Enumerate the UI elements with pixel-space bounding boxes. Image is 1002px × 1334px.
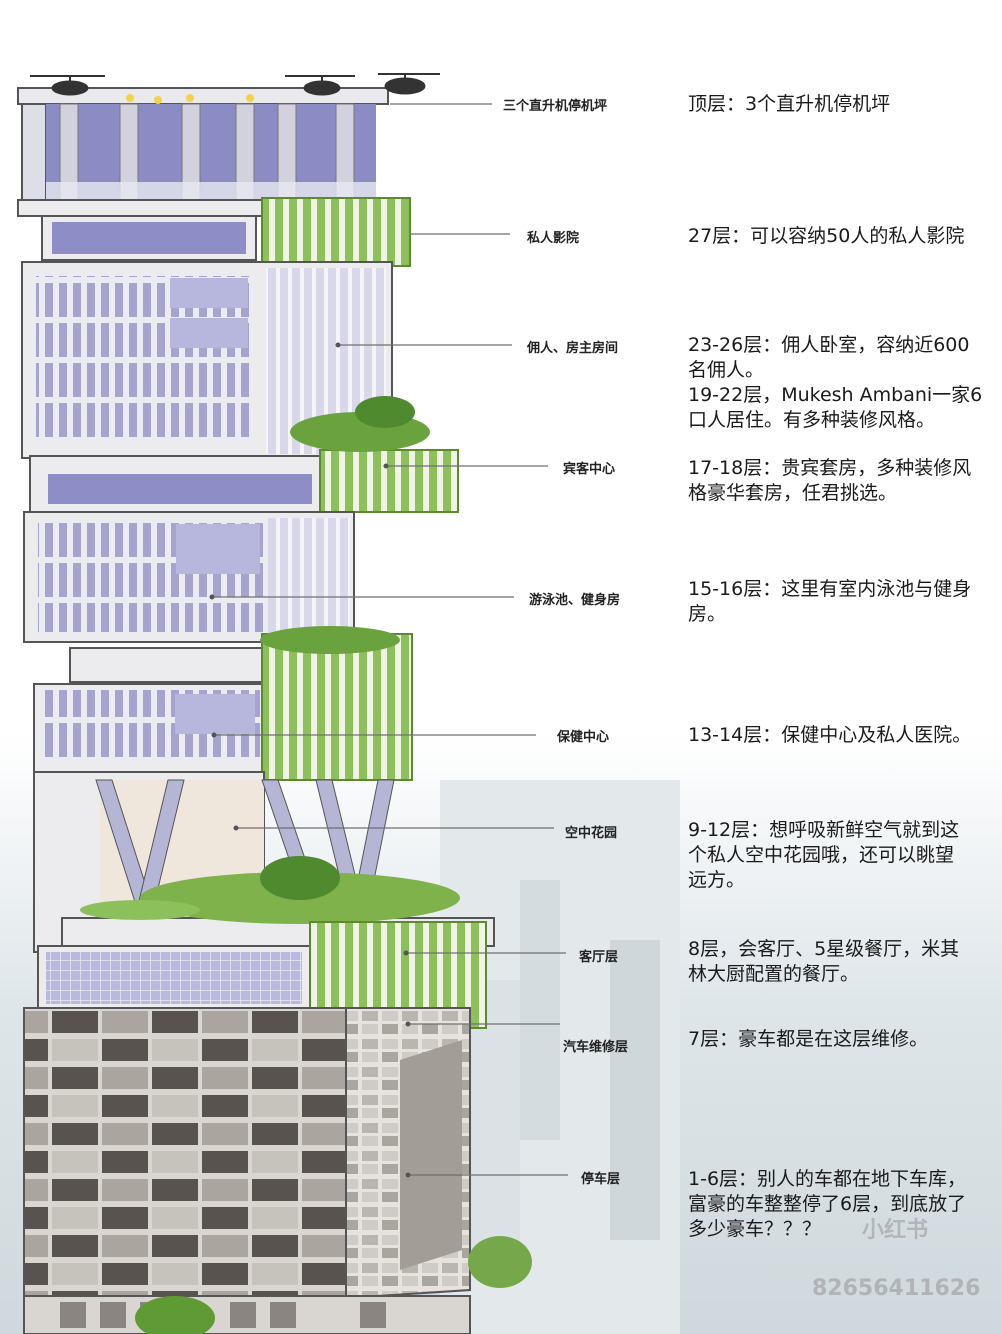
desc-floor-27: 27层：可以容纳50人的私人影院 [688,225,965,247]
callout-parking: 停车层 [581,1172,621,1187]
callout-residences: 佣人、房主房间 [527,341,619,356]
desc-floors-17-18: 17-18层：贵宾套房，多种装修风 格豪华套房，任君挑选。 [688,457,972,504]
desc-floor-8: 8层，会客厅、5星级餐厅，米其 林大厨配置的餐厅。 [688,938,960,985]
desc-floors-1-6: 1-6层：别人的车都在地下车库， 富豪的车整整停了6层，到底放了 多少豪车？？？ [688,1168,967,1240]
desc-floors-15-16: 15-16层：这里有室内泳池与健身 房。 [688,578,972,625]
watermark-id: 82656411626 [812,1276,981,1301]
desc-top-floor: 顶层：3个直升机停机坪 [688,93,891,115]
callout-health-center: 保健中心 [557,730,610,745]
callout-pool-gym: 游泳池、健身房 [529,593,621,608]
callout-guest-center: 宾客中心 [563,462,616,477]
desc-floors-19-26: 23-26层：佣人卧室，容纳近600 名佣人。 19-22层，Mukesh Am… [688,334,983,431]
desc-floors-13-14: 13-14层：保健中心及私人医院。 [688,724,972,746]
callout-helipads: 三个直升机停机坪 [503,99,608,114]
desc-floors-9-12: 9-12层：想呼吸新鲜空气就到这 个私人空中花园哦，还可以眺望 远方。 [688,819,960,891]
callout-cinema: 私人影院 [527,231,580,246]
watermark-logo: 小红书 [862,1218,929,1243]
desc-floor-7: 7层：豪车都是在这层维修。 [688,1028,929,1050]
callout-car-service: 汽车维修层 [563,1040,629,1055]
callout-sky-garden: 空中花园 [565,826,618,841]
callout-living-floor: 客厅层 [579,950,619,965]
